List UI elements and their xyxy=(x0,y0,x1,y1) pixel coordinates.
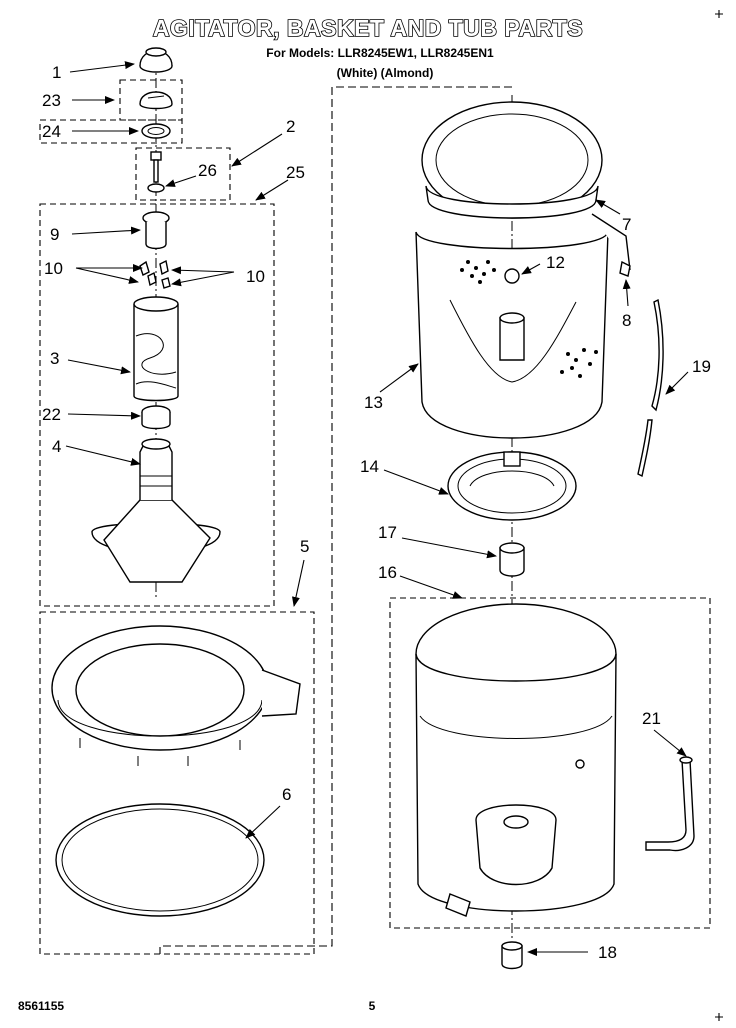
doc-number: 8561155 xyxy=(18,999,64,1013)
part-retainer-clip xyxy=(619,260,631,277)
callout-16: 16 xyxy=(378,563,397,582)
callout-21: 21 xyxy=(642,709,661,728)
part-hose xyxy=(637,298,664,478)
part-bolt xyxy=(147,151,165,193)
callout-18: 18 xyxy=(598,943,617,962)
part-snubber-ring xyxy=(55,803,265,917)
part-cam xyxy=(142,211,170,250)
callout-23: 23 xyxy=(42,91,61,110)
part-tub-seal xyxy=(501,941,523,970)
callout-17: 17 xyxy=(378,523,397,542)
page-title: AGITATOR, BASKET AND TUB PARTS xyxy=(153,15,583,41)
leader-arrows xyxy=(65,61,689,956)
part-spline xyxy=(141,405,171,430)
part-cap xyxy=(139,47,173,73)
part-dogs xyxy=(139,259,171,289)
callout-9: 9 xyxy=(50,225,59,244)
part-seal xyxy=(141,123,171,139)
part-clip xyxy=(139,91,173,110)
callout-labels: 1 23 24 2 26 25 9 10 10 3 22 4 5 6 7 8 1… xyxy=(42,63,711,962)
part-tub-ring xyxy=(51,625,301,766)
page-number: 5 xyxy=(369,999,376,1013)
callout-26: 26 xyxy=(198,161,217,180)
part-drain-hose xyxy=(645,756,695,852)
callout-24: 24 xyxy=(42,122,61,141)
part-auger xyxy=(133,296,179,402)
group-box-24 xyxy=(39,119,183,144)
callout-14: 14 xyxy=(360,457,379,476)
assembly-leader-line xyxy=(159,86,512,954)
group-box-16 xyxy=(389,597,711,929)
basket-perforations xyxy=(460,260,598,378)
part-bracket xyxy=(591,213,631,271)
callout-5: 5 xyxy=(300,537,309,556)
part-basket xyxy=(415,101,609,439)
callout-1: 1 xyxy=(52,63,61,82)
part-drive-hub xyxy=(447,451,577,521)
callout-6: 6 xyxy=(282,785,291,804)
part-outer-tub xyxy=(415,603,617,917)
callout-10-left: 10 xyxy=(44,259,63,278)
callout-3: 3 xyxy=(50,349,59,368)
callout-12: 12 xyxy=(546,253,565,272)
corner-mark-bottom-right xyxy=(715,1013,723,1021)
part-hub-nut xyxy=(499,542,525,577)
callout-7: 7 xyxy=(622,215,631,234)
callout-13: 13 xyxy=(364,393,383,412)
group-box-26 xyxy=(135,147,231,201)
callout-19: 19 xyxy=(692,357,711,376)
corner-mark-top-right xyxy=(715,10,723,18)
part-agitator-base xyxy=(91,438,221,583)
callout-4: 4 xyxy=(52,437,61,456)
group-box-25 xyxy=(39,203,275,607)
callout-10-right: 10 xyxy=(246,267,265,286)
models-line: For Models: LLR8245EW1, LLR8245EN1 xyxy=(266,46,494,60)
group-box-5 xyxy=(39,611,315,955)
callout-8: 8 xyxy=(622,311,631,330)
callout-22: 22 xyxy=(42,405,61,424)
callout-2: 2 xyxy=(286,117,295,136)
colors-line: (White) (Almond) xyxy=(337,66,434,80)
callout-25: 25 xyxy=(286,163,305,182)
